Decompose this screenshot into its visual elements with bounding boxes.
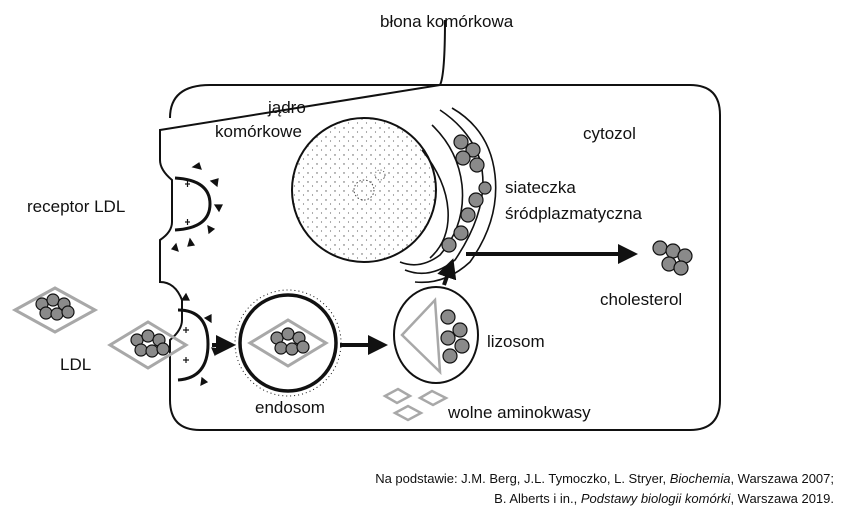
receptor-coated-pit (174, 176, 212, 232)
label-amino-acids: wolne aminokwasy (448, 403, 591, 422)
ldl-particle-bound (107, 320, 189, 370)
arrow-lysosome-to-er (437, 258, 457, 286)
cell-membrane (159, 19, 721, 431)
label-nucleus-line1: jądro (268, 98, 306, 117)
er-cholesterol-droplets (441, 134, 492, 253)
lysosome (393, 286, 479, 384)
label-endosome: endosom (255, 398, 325, 417)
process-arrows (212, 244, 638, 355)
label-er-line2: śródplazmatyczna (505, 204, 643, 223)
ldl-particle-free (11, 286, 99, 334)
amino-acid-fragments (382, 387, 449, 422)
label-ldl-receptor: receptor LDL (27, 197, 126, 216)
endosome (234, 289, 342, 397)
receptor-marks-top (170, 162, 223, 252)
label-nucleus-line2: komórkowe (215, 122, 302, 141)
label-ldl: LDL (60, 355, 92, 374)
free-cholesterol (652, 240, 693, 276)
receptor-marks-bottom (180, 292, 221, 387)
receptor-binding-site (177, 308, 210, 382)
label-er-line1: siateczka (505, 178, 576, 197)
label-cytosol: cytozol (583, 124, 636, 143)
label-lysosome: lizosom (487, 332, 545, 351)
nucleus (291, 117, 437, 263)
source-citation-line1: Na podstawie: J.M. Berg, J.L. Tymoczko, … (375, 471, 834, 486)
source-citation-line2: B. Alberts i in., Podstawy biologii komó… (494, 491, 834, 506)
label-cell-membrane: błona komórkowa (380, 12, 514, 31)
label-cholesterol: cholesterol (600, 290, 683, 309)
